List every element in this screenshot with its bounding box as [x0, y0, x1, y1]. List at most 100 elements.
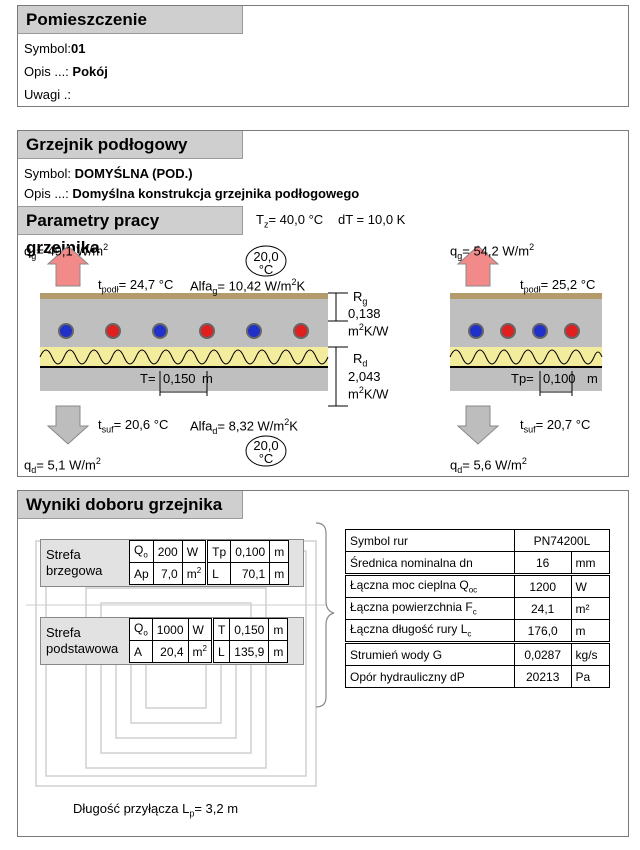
right-tp-label: Tp= [511, 371, 534, 386]
base-t-label: T [210, 618, 231, 641]
summary-value: PN74200L [513, 529, 611, 552]
rd-value: 2,043 [348, 369, 381, 384]
left-alfag-unit: K [296, 278, 306, 294]
rg-unit-kw: K/W [363, 323, 389, 339]
left-alfag-sub: g [212, 285, 218, 296]
base-zone-name2: podstawowa [46, 641, 119, 656]
summary-unit: W [570, 574, 611, 598]
right-tsuf-label: t [520, 417, 524, 432]
base-zone-table: Qo 1000 W T 0,150 m A 20,4 m2 L 135,9 m [129, 618, 289, 663]
left-qg-sub: g [31, 250, 37, 261]
left-temp-bottom-value: 20,0 [253, 438, 279, 453]
rd-label-sub: d [362, 358, 368, 369]
right-tpodl-label: t [520, 277, 524, 292]
left-tsuf: tsuf= 20,6 °C [98, 417, 168, 435]
summary-unit: m² [570, 597, 611, 620]
heater-symbol-value: DOMYŚLNA (POD.) [74, 166, 193, 181]
summary-row: Symbol rur PN74200L [345, 529, 611, 552]
edge-zone-name2: brzegowa [46, 563, 103, 578]
room-symbol-value: 01 [70, 41, 86, 56]
left-temp-bottom: 20,0 °C [249, 439, 283, 465]
edge-q-value: 200 [152, 540, 183, 563]
left-alfad: Alfad= 8,32 W/m2K [190, 417, 298, 436]
right-slab [450, 367, 602, 391]
rg-unit-m: m [348, 323, 359, 339]
summary-value: 176,0 [513, 619, 572, 644]
room-desc-value: Pokój [72, 64, 108, 79]
connection-value: = 3,2 m [194, 801, 239, 816]
params-title: Parametry pracy grzejnika [18, 206, 243, 257]
connection-length: Długość przyłącza Lp= 3,2 m [73, 801, 238, 819]
left-bottom-temp-ellipse [245, 435, 287, 467]
right-tpodl-value: = 25,2 °C [540, 277, 596, 292]
right-heat-up-arrow [456, 245, 500, 287]
summary-row: Strumień wody G 0,0287 kg/s [345, 642, 611, 666]
heater-desc-value: Domyślna konstrukcja grzejnika podłogowe… [72, 186, 360, 201]
summary-label: Łączna długość rury Lc [345, 619, 515, 644]
heater-desc-label: Opis ...: [24, 186, 69, 201]
base-q-value: 1000 [151, 618, 189, 641]
tz-label: T [256, 212, 264, 227]
edge-zone-table: Qo 200 W Tp 0,100 m Ap 7,0 m2 L 70,1 m [129, 540, 290, 585]
left-alfag: Alfag= 10,42 W/m2K [190, 277, 306, 296]
summary-label: Średnica nominalna dn [345, 551, 515, 576]
rd-unit-m: m [348, 386, 359, 402]
summary-value: 1200 [513, 574, 572, 598]
base-t-value: 0,150 [229, 618, 270, 641]
rd-label: Rd [353, 351, 367, 369]
right-qd-label: q [450, 457, 458, 473]
edge-q-unit: W [181, 540, 208, 563]
base-a-label: A [129, 640, 153, 663]
heater-title: Grzejnik podłogowy [18, 131, 243, 159]
left-t-unit: m [202, 371, 213, 386]
right-screed [450, 299, 602, 347]
base-a-value: 20,4 [151, 640, 189, 663]
right-tp-unit: m [587, 371, 598, 386]
edge-tp-label: Tp [205, 540, 232, 563]
summary-row: Łączna moc cieplna Qoc 1200 W [345, 574, 611, 598]
connection-sub: p [189, 808, 195, 819]
edge-l-label: L [205, 562, 232, 585]
results-title: Wyniki doboru grzejnika [18, 491, 243, 519]
edge-zone-name1: Strefa [46, 547, 81, 562]
right-tpodl: tpodł= 25,2 °C [520, 277, 595, 295]
rg-label: Rg [353, 289, 367, 307]
base-q-unit: W [187, 618, 213, 641]
left-slab [40, 367, 328, 391]
right-floor-top [450, 293, 602, 299]
left-tsuf-label: t [98, 417, 102, 432]
edge-q-label: Qo [129, 540, 154, 563]
left-qd: qd= 5,1 W/m2 [24, 456, 101, 475]
summary-bracket [315, 522, 335, 708]
right-insulation [450, 347, 602, 367]
summary-unit: kg/s [570, 642, 611, 666]
summary-value: 24,1 [513, 597, 572, 620]
summary-row: Łączna długość rury Lc 176,0 m [345, 619, 611, 644]
left-tpodl-label: t [98, 277, 102, 292]
left-qg-label: q [24, 243, 32, 259]
room-panel: Pomieszczenie Symbol:01 Opis ...: Pokój … [17, 5, 629, 107]
connection-label: Długość przyłącza L [73, 801, 190, 816]
summary-label: Symbol rur [345, 529, 515, 552]
edge-l-value: 70,1 [230, 562, 271, 585]
right-tsuf-value: = 20,7 °C [535, 417, 591, 432]
left-temp-top-value: 20,0 [253, 249, 279, 264]
base-zone-name: Strefa podstawowa [46, 625, 118, 657]
left-qd-label: q [24, 457, 32, 473]
right-qg-label: q [450, 243, 458, 259]
summary-table: Symbol rur PN74200L Średnica nominalna d… [345, 529, 611, 688]
right-heat-down-arrow [456, 405, 500, 445]
summary-row: Opór hydrauliczny dP 20213 Pa [345, 665, 611, 688]
summary-label: Opór hydrauliczny dP [345, 665, 515, 688]
right-tpodl-sub: podł [523, 284, 541, 295]
right-qd-value: = 5,6 W/m [462, 457, 522, 473]
tz-sub: z [263, 219, 269, 230]
right-tsuf: tsuf= 20,7 °C [520, 417, 590, 435]
summary-unit: Pa [570, 665, 611, 688]
summary-value: 20213 [513, 665, 572, 688]
edge-zone-name: Strefa brzegowa [46, 547, 102, 579]
right-qg-sub: g [457, 250, 463, 261]
left-qg-value: = 49,1 W/m [36, 243, 104, 259]
rd-unit: m2K/W [348, 385, 389, 402]
summary-label: Strumień wody G [345, 642, 515, 666]
